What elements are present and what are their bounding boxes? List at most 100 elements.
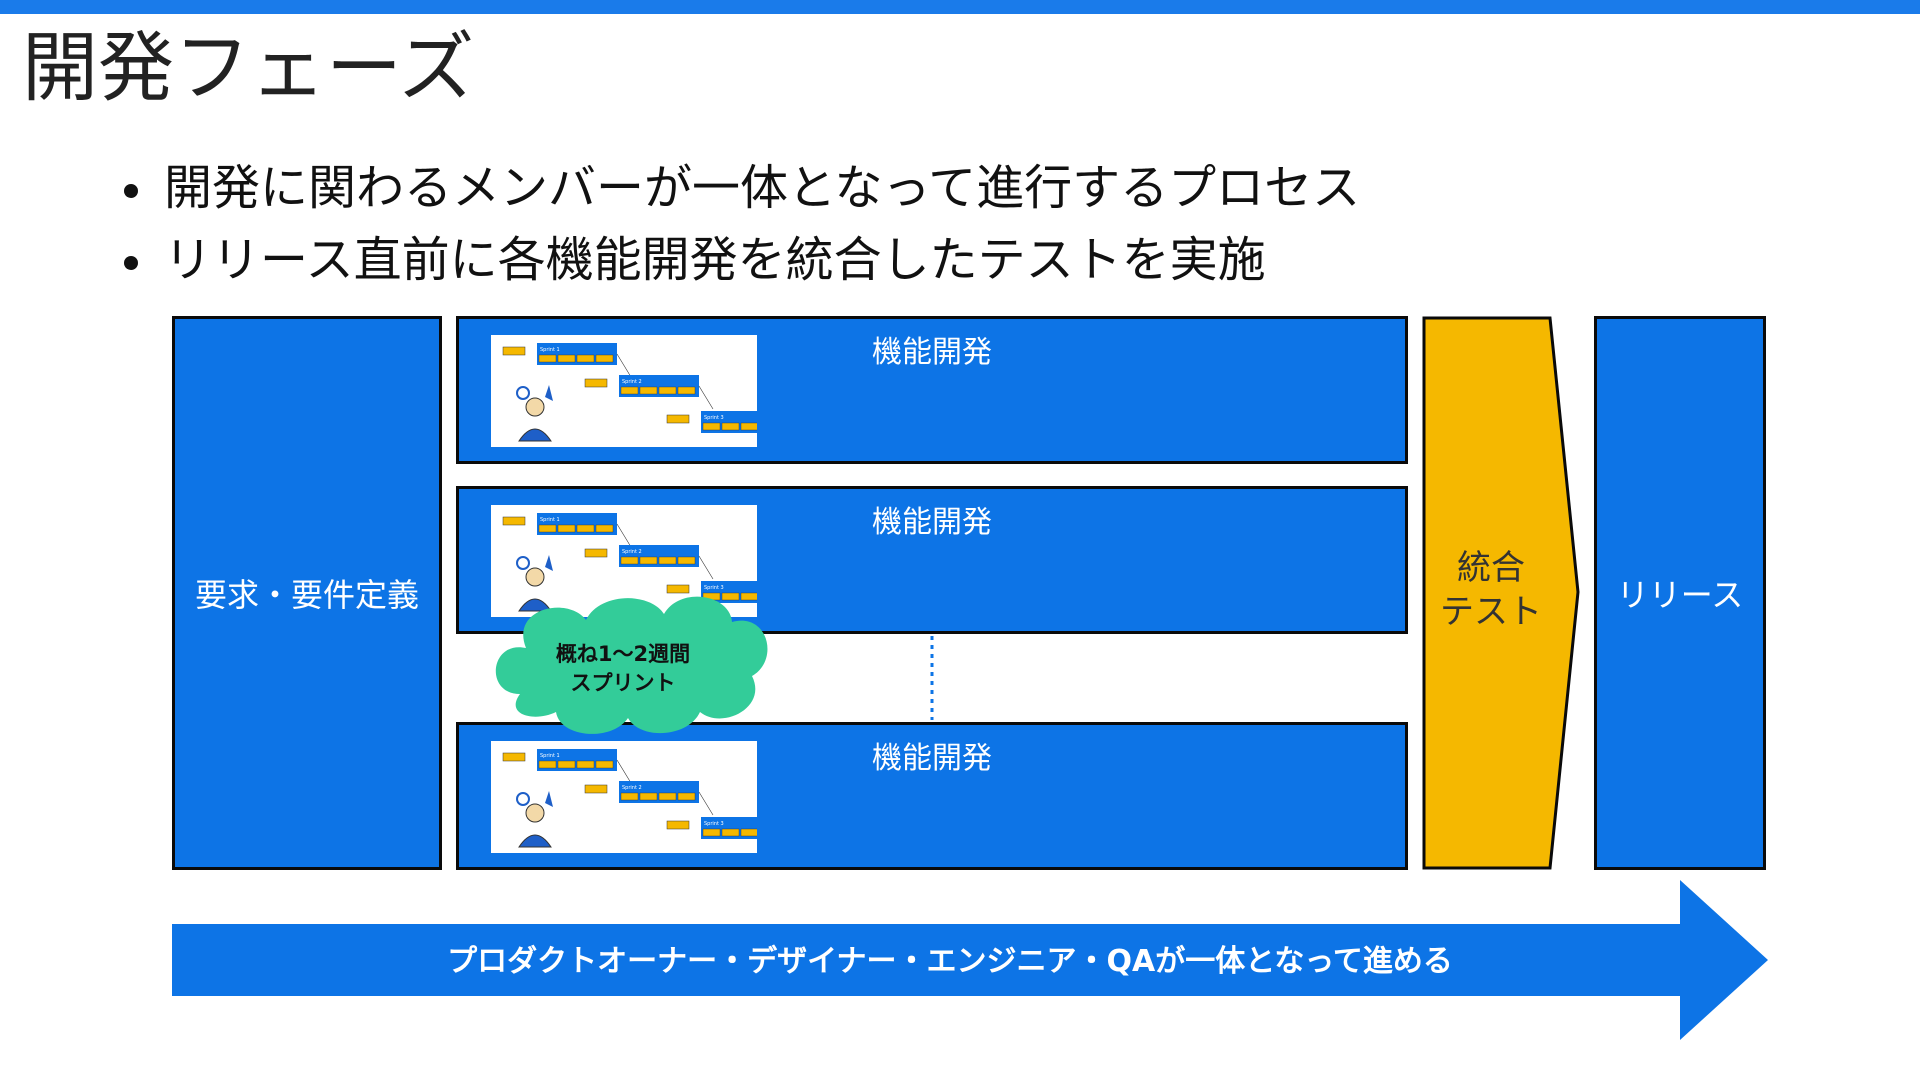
task-cell <box>576 354 595 363</box>
task-cell <box>677 792 696 801</box>
planning-tag <box>502 752 526 762</box>
task-cell <box>595 354 614 363</box>
sprint-label: Sprint 2 <box>622 549 642 555</box>
sprint-thumbnail-svg: Sprint 1 Sprint 2 Sprint 3 <box>502 343 757 442</box>
task-cell <box>538 760 557 769</box>
planning-tag <box>502 346 526 356</box>
task-cell <box>595 524 614 533</box>
top-accent-bar <box>0 0 1920 14</box>
task-cell <box>702 422 721 431</box>
person-head-icon <box>525 397 545 417</box>
task-cell <box>658 792 677 801</box>
sprint-connector <box>616 523 632 548</box>
task-cell <box>721 592 740 601</box>
feature-dev-box-3: 機能開発 Sprint 1 Sprint 2 Sprint 3 <box>456 722 1408 870</box>
task-cell <box>557 354 576 363</box>
task-cell <box>557 760 576 769</box>
task-cell <box>538 354 557 363</box>
cursor-icon <box>545 791 553 807</box>
planning-tag <box>502 516 526 526</box>
sprint-connector <box>616 353 632 378</box>
release-label: リリース <box>1616 576 1744 614</box>
task-cell <box>595 760 614 769</box>
sprint-thumbnail-svg: Sprint 1 Sprint 2 Sprint 3 <box>502 513 757 612</box>
magnifier-icon <box>516 386 530 400</box>
sprint-thumbnail: Sprint 1 Sprint 2 Sprint 3 <box>491 505 757 617</box>
integration-test-line1: 統合 <box>1457 548 1525 588</box>
task-cell <box>721 828 740 837</box>
task-cell <box>702 828 721 837</box>
planning-tag <box>584 784 608 794</box>
cloud-line1: 概ね1〜2週間 <box>555 642 691 666</box>
task-cell <box>677 386 696 395</box>
sprint-label: Sprint 3 <box>704 585 724 591</box>
task-cell <box>639 792 658 801</box>
task-cell <box>620 792 639 801</box>
bullet-item: リリース直前に各機能開発を統合したテストを実施 <box>120 224 1360 296</box>
task-cell <box>677 556 696 565</box>
task-cell <box>658 556 677 565</box>
task-cell <box>620 386 639 395</box>
person-head-icon <box>525 567 545 587</box>
sprint-connector <box>698 385 714 410</box>
task-cell <box>576 524 595 533</box>
bullet-item: 開発に関わるメンバーが一体となって進行するプロセス <box>120 152 1360 224</box>
task-cell <box>538 524 557 533</box>
planning-tag <box>584 378 608 388</box>
integration-test-line2: テスト <box>1440 592 1542 632</box>
requirements-label: 要求・要件定義 <box>194 576 419 614</box>
person-body-icon <box>518 428 552 442</box>
task-cell <box>639 556 658 565</box>
person-head-icon <box>525 803 545 823</box>
magnifier-icon <box>516 792 530 806</box>
bottom-arrow-label: プロダクトオーナー・デザイナー・エンジニア・QAが一体となって進める <box>447 944 1453 979</box>
sprint-label: Sprint 2 <box>622 785 642 791</box>
cloud-line2: スプリント <box>570 671 676 695</box>
sprint-label: Sprint 1 <box>540 753 560 759</box>
person-body-icon <box>518 834 552 848</box>
sprint-connector <box>698 791 714 816</box>
task-cell <box>620 556 639 565</box>
sprint-thumbnail: Sprint 1 Sprint 2 Sprint 3 <box>491 741 757 853</box>
feature-dev-label: 機能開発 <box>872 741 992 776</box>
task-cell <box>639 386 658 395</box>
bullet-list: 開発に関わるメンバーが一体となって進行するプロセス リリース直前に各機能開発を統… <box>120 152 1360 296</box>
release-box: リリース <box>1594 316 1766 870</box>
cursor-icon <box>545 385 553 401</box>
sprint-label: Sprint 3 <box>704 415 724 421</box>
person-body-icon <box>518 598 552 612</box>
task-cell <box>721 422 740 431</box>
task-cell <box>557 524 576 533</box>
task-cell <box>576 760 595 769</box>
feature-dev-box-2: 機能開発 Sprint 1 Sprint 2 Sprint 3 <box>456 486 1408 634</box>
task-cell <box>740 422 757 431</box>
feature-dev-label: 機能開発 <box>872 505 992 540</box>
bullet-text: リリース直前に各機能開発を統合したテストを実施 <box>164 232 1266 288</box>
planning-tag <box>666 584 690 594</box>
task-cell <box>740 592 757 601</box>
sprint-thumbnail: Sprint 1 Sprint 2 Sprint 3 <box>491 335 757 447</box>
sprint-thumbnail-svg: Sprint 1 Sprint 2 Sprint 3 <box>502 749 757 848</box>
sprint-label: Sprint 1 <box>540 517 560 523</box>
cloud-label: 概ね1〜2週間 スプリント <box>508 640 738 698</box>
planning-tag <box>584 548 608 558</box>
sprint-connector <box>616 759 632 784</box>
slide-title: 開発フェーズ <box>22 23 475 112</box>
feature-dev-label: 機能開発 <box>872 335 992 370</box>
bullet-dot-icon <box>124 256 138 270</box>
bullet-dot-icon <box>124 184 138 198</box>
sprint-label: Sprint 1 <box>540 347 560 353</box>
task-cell <box>658 386 677 395</box>
sprint-label: Sprint 2 <box>622 379 642 385</box>
integration-test-label: 統合 テスト <box>1420 546 1562 634</box>
planning-tag <box>666 820 690 830</box>
bullet-text: 開発に関わるメンバーが一体となって進行するプロセス <box>164 160 1361 216</box>
planning-tag <box>666 414 690 424</box>
sprint-label: Sprint 3 <box>704 821 724 827</box>
sprint-connector <box>698 555 714 580</box>
cursor-icon <box>545 555 553 571</box>
feature-dev-box-1: 機能開発 Sprint 1 Sprint 2 Sprint 3 <box>456 316 1408 464</box>
task-cell <box>740 828 757 837</box>
task-cell <box>702 592 721 601</box>
